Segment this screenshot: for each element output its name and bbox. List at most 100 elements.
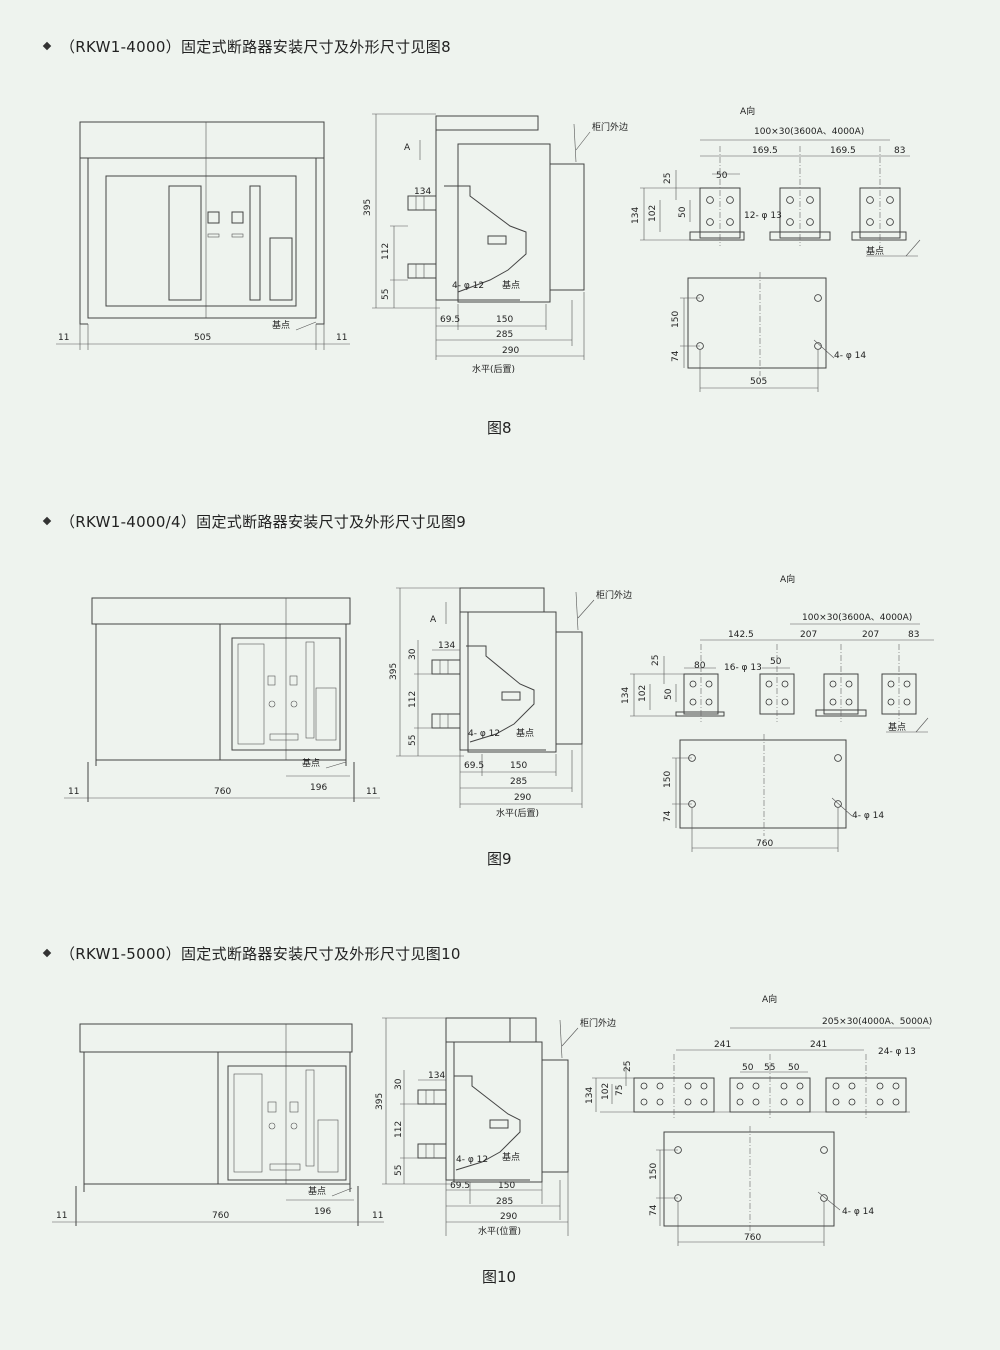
figure-caption: 图10 — [482, 1268, 517, 1286]
dim-395: 395 — [375, 1093, 385, 1110]
dim-150-v: 150 — [663, 771, 673, 788]
dim-196: 196 — [314, 1207, 331, 1217]
dim-134: 134 — [428, 1071, 445, 1081]
dim-169-5-a: 169.5 — [752, 146, 778, 156]
ref-point-label: 基点 — [502, 1151, 520, 1163]
holes-label: 24- φ 13 — [878, 1047, 916, 1057]
ref-point-label: 基点 — [272, 319, 290, 331]
dim-102-v: 102 — [648, 205, 658, 222]
dim-25-v: 25 — [663, 173, 673, 184]
dim-760: 760 — [756, 839, 773, 849]
dim-102-v: 102 — [638, 685, 648, 702]
side-view: A 395 112 55 134 柜门外边 4- φ 12 基点 69.5 15… — [363, 113, 628, 375]
holes-label: 12- φ 13 — [744, 211, 782, 221]
dim-290: 290 — [502, 346, 519, 356]
dim-55: 55 — [381, 289, 391, 300]
a-view: A向 100×30(3600A、4000A) 142.5 207 207 83 … — [621, 573, 934, 733]
cabinet-edge-label: 柜门外边 — [596, 589, 632, 601]
dim-11-left: 11 — [56, 1211, 67, 1221]
dim-50-b: 50 — [788, 1063, 800, 1073]
dim-55: 55 — [408, 735, 418, 746]
figure-9: 11 760 11 196 基点 A 395 30 112 55 134 柜门外… — [64, 573, 934, 852]
side-view: 395 30 112 55 134 柜门外边 4- φ 12 基点 69.5 1… — [375, 1017, 616, 1237]
dim-134-v: 134 — [621, 687, 631, 704]
dim-75-v: 75 — [615, 1085, 625, 1096]
dim-69-5: 69.5 — [450, 1181, 470, 1191]
ref-point-label: 基点 — [866, 245, 884, 257]
front-view: 11 505 11 基点 — [56, 121, 350, 350]
dim-395: 395 — [389, 663, 399, 680]
dim-395: 395 — [363, 199, 373, 216]
dim-150: 150 — [496, 315, 513, 325]
dim-11-right: 11 — [366, 787, 377, 797]
a-view: A向 100×30(3600A、4000A) 169.5 169.5 83 50… — [631, 105, 921, 257]
arrow-a-label: A — [404, 143, 411, 153]
dim-50-v: 50 — [664, 688, 674, 700]
dim-30: 30 — [408, 648, 418, 660]
dim-196: 196 — [310, 783, 327, 793]
figure-caption: 图8 — [487, 419, 512, 437]
heading-text: （RKW1-4000/4）固定式断路器安装尺寸及外形尺寸见图9 — [60, 513, 467, 531]
dim-150: 150 — [510, 761, 527, 771]
dim-207-a: 207 — [800, 630, 817, 640]
dim-50-v: 50 — [678, 206, 688, 218]
section-heading-fig10: （RKW1-5000）固定式断路器安装尺寸及外形尺寸见图10 — [42, 943, 461, 964]
diamond-bullet-icon — [42, 948, 52, 957]
cabinet-edge-label: 柜门外边 — [592, 121, 628, 133]
dim-134-v: 134 — [585, 1087, 595, 1104]
holes-label: 4- φ 14 — [842, 1207, 874, 1217]
mounting-plate: 150 74 505 4- φ 14 — [671, 272, 866, 392]
dim-width: 505 — [194, 333, 211, 343]
figure-8: 11 505 11 基点 A 395 112 55 134 柜门外边 — [56, 105, 921, 392]
dim-74-v: 74 — [649, 1204, 659, 1216]
dim-83: 83 — [908, 630, 919, 640]
holes-label: 4- φ 12 — [468, 729, 500, 739]
dim-83: 83 — [894, 146, 905, 156]
section-heading-fig8: （RKW1-4000）固定式断路器安装尺寸及外形尺寸见图8 — [42, 36, 451, 57]
a-view-title: A向 — [740, 105, 755, 117]
a-view-title: A向 — [762, 993, 777, 1005]
ref-point-label: 基点 — [302, 757, 320, 769]
dim-55: 55 — [394, 1165, 404, 1176]
dim-11-left: 11 — [58, 333, 69, 343]
dim-290: 290 — [500, 1212, 517, 1222]
dim-width: 760 — [212, 1211, 229, 1221]
a-view-title: A向 — [780, 573, 795, 585]
dim-285: 285 — [496, 330, 513, 340]
section-heading-fig9: （RKW1-4000/4）固定式断路器安装尺寸及外形尺寸见图9 — [42, 511, 467, 532]
holes-label: 4- φ 12 — [452, 281, 484, 291]
dim-30: 30 — [394, 1078, 404, 1090]
busbar-spec: 100×30(3600A、4000A) — [802, 613, 912, 623]
a-view: A向 205×30(4000A、5000A) 241 241 24- φ 13 … — [585, 993, 932, 1120]
front-view: 11 760 11 196 基点 — [52, 1023, 384, 1226]
mounting-plate: 150 74 760 4- φ 14 — [663, 734, 884, 852]
dim-width: 760 — [214, 787, 231, 797]
dim-112: 112 — [381, 243, 391, 260]
mounting-note: 水平(后置) — [472, 363, 515, 375]
cabinet-edge-label: 柜门外边 — [580, 1017, 616, 1029]
dim-241-b: 241 — [810, 1040, 827, 1050]
dim-134: 134 — [414, 187, 431, 197]
dim-112: 112 — [394, 1121, 404, 1138]
dim-505: 505 — [750, 377, 767, 387]
mounting-note: 水平(后置) — [496, 807, 539, 819]
dim-134-v: 134 — [631, 207, 641, 224]
dim-207-b: 207 — [862, 630, 879, 640]
holes-label: 4- φ 12 — [456, 1155, 488, 1165]
heading-text: （RKW1-5000）固定式断路器安装尺寸及外形尺寸见图10 — [60, 945, 461, 963]
dim-69-5: 69.5 — [464, 761, 484, 771]
dim-50-a: 50 — [742, 1063, 754, 1073]
dim-241-a: 241 — [714, 1040, 731, 1050]
holes-label: 16- φ 13 — [724, 663, 762, 673]
holes-label: 4- φ 14 — [852, 811, 884, 821]
ref-point-label: 基点 — [888, 721, 906, 733]
dim-50: 50 — [770, 657, 782, 667]
front-view: 11 760 11 196 基点 — [64, 597, 380, 802]
dim-25-v: 25 — [623, 1061, 633, 1072]
dim-74-v: 74 — [663, 810, 673, 822]
dim-150-v: 150 — [671, 311, 681, 328]
ref-point-label: 基点 — [308, 1185, 326, 1197]
dim-112: 112 — [408, 691, 418, 708]
dim-760: 760 — [744, 1233, 761, 1243]
dim-134: 134 — [438, 641, 455, 651]
